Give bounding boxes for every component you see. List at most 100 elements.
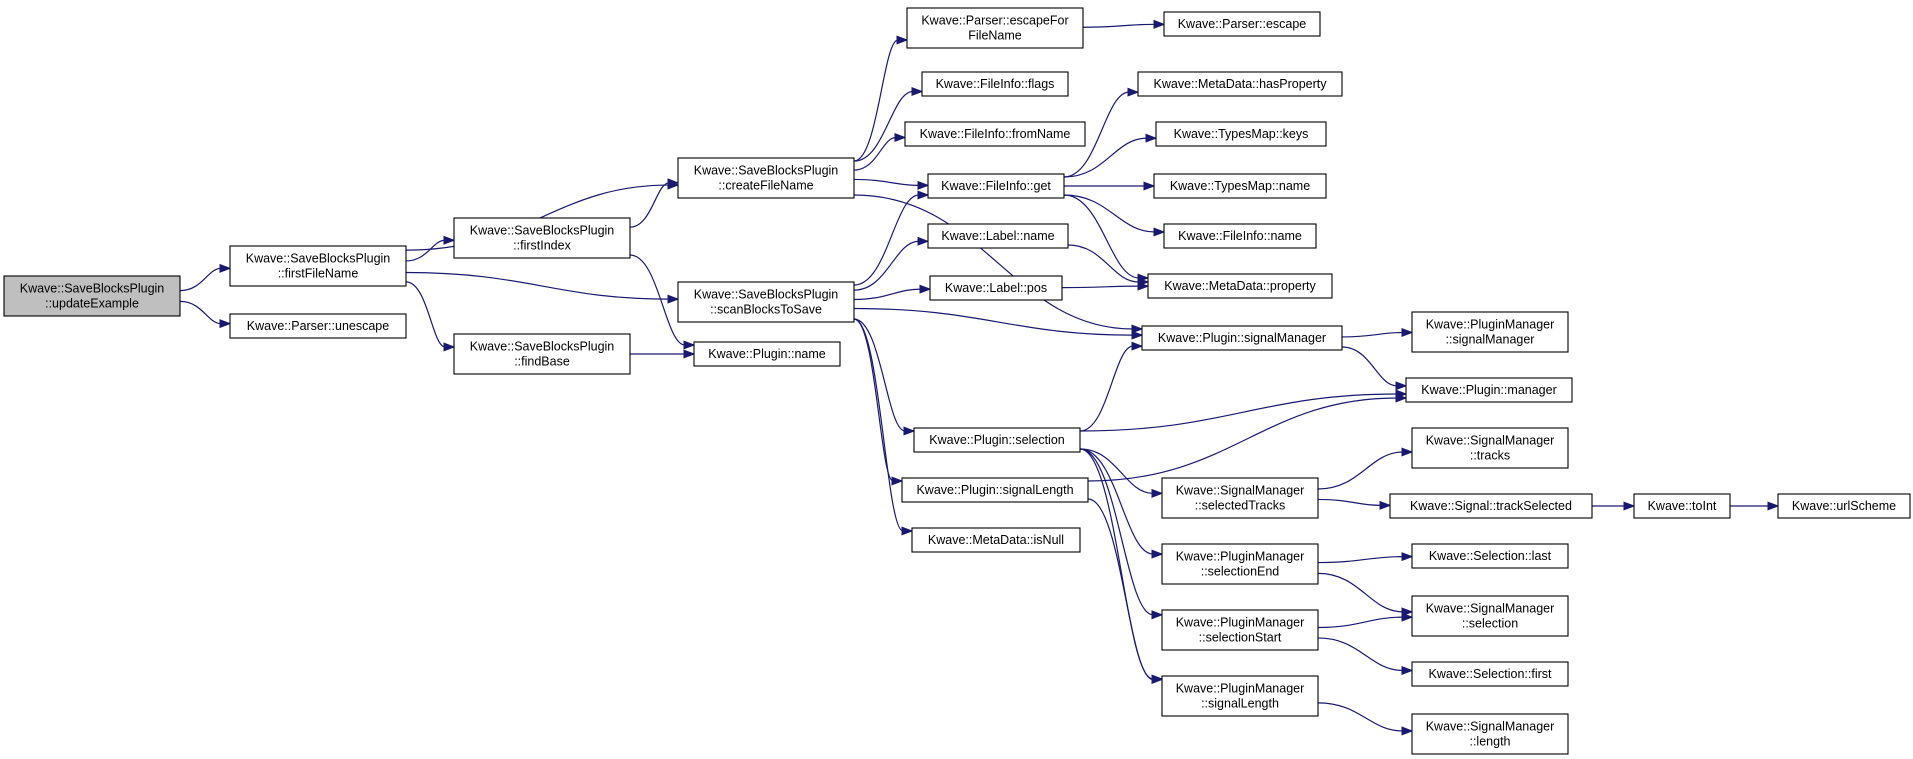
node-label: Kwave::Parser::unescape	[247, 319, 389, 333]
node-find-base[interactable]: Kwave::SaveBlocksPlugin::findBase	[453, 333, 631, 375]
node-box	[1389, 493, 1593, 519]
node-box	[1137, 71, 1343, 97]
node-signal-manager-tracks[interactable]: Kwave::SignalManager::tracks	[1411, 427, 1569, 469]
node-label-pos[interactable]: Kwave::Label::pos	[929, 275, 1063, 301]
node-to-int[interactable]: Kwave::toInt	[1633, 493, 1731, 519]
node-meta-data-property[interactable]: Kwave::MetaData::property	[1147, 273, 1333, 299]
node-signal-manager-length[interactable]: Kwave::SignalManager::length	[1411, 713, 1569, 755]
edge-plugin-manager-selection-start-to-signal-manager-selection	[1317, 612, 1414, 629]
node-label: Kwave::PluginManager	[1176, 616, 1305, 630]
node-label: Kwave::SignalManager	[1426, 434, 1555, 448]
node-label: Kwave::Parser::escape	[1178, 17, 1307, 31]
node-file-info-flags[interactable]: Kwave::FileInfo::flags	[921, 71, 1069, 97]
node-update-example[interactable]: Kwave::SaveBlocksPlugin::updateExample	[3, 275, 181, 317]
node-box	[1777, 493, 1911, 519]
node-label: Kwave::Plugin::selection	[929, 433, 1065, 447]
node-plugin-signal-length[interactable]: Kwave::Plugin::signalLength	[901, 477, 1089, 503]
edge-scan-blocks-to-save-to-label-name	[853, 236, 930, 291]
edge-scan-blocks-to-save-to-meta-data-is-null	[853, 318, 914, 536]
edge-first-file-name-to-scan-blocks-to-save	[405, 271, 680, 304]
node-signal-manager-selection[interactable]: Kwave::SignalManager::selection	[1411, 595, 1569, 637]
node-label: ::signalManager	[1446, 333, 1535, 347]
node-meta-data-is-null[interactable]: Kwave::MetaData::isNull	[911, 527, 1081, 553]
node-label: Kwave::MetaData::property	[1164, 279, 1316, 293]
node-meta-data-has-property[interactable]: Kwave::MetaData::hasProperty	[1137, 71, 1343, 97]
node-file-info-from-name[interactable]: Kwave::FileInfo::fromName	[904, 121, 1086, 147]
node-label: Kwave::FileInfo::fromName	[920, 127, 1071, 141]
node-label: Kwave::PluginManager	[1176, 550, 1305, 564]
edge-plugin-selection-to-signal-manager-selected-tracks	[1079, 448, 1164, 498]
node-box	[904, 121, 1086, 147]
node-box	[229, 313, 407, 339]
node-label: ::length	[1469, 735, 1510, 749]
node-types-map-name[interactable]: Kwave::TypesMap::name	[1153, 173, 1327, 199]
node-plugin-manager-signal-manager[interactable]: Kwave::PluginManager::signalManager	[1411, 311, 1569, 353]
node-box	[677, 157, 855, 199]
node-label: ::scanBlocksToSave	[710, 303, 822, 317]
node-box	[677, 281, 855, 323]
node-label: Kwave::MetaData::isNull	[928, 533, 1064, 547]
node-box	[1161, 675, 1319, 717]
node-label: Kwave::SignalManager	[1426, 720, 1555, 734]
edge-plugin-manager-selection-end-to-signal-manager-selection	[1317, 572, 1414, 617]
node-plugin-manager-selection-end[interactable]: Kwave::PluginManager::selectionEnd	[1161, 543, 1319, 585]
node-plugin-signal-manager[interactable]: Kwave::Plugin::signalManager	[1141, 325, 1343, 351]
node-box	[1411, 595, 1569, 637]
node-label: ::firstIndex	[513, 239, 571, 253]
edge-signal-track-selected-to-to-int	[1592, 501, 1636, 511]
node-plugin-manager-signal-length[interactable]: Kwave::PluginManager::signalLength	[1161, 675, 1319, 717]
node-box	[1155, 121, 1327, 147]
node-selection-first[interactable]: Kwave::Selection::first	[1411, 661, 1569, 687]
node-file-info-name[interactable]: Kwave::FileInfo::name	[1163, 223, 1317, 249]
node-box	[3, 275, 181, 317]
node-box	[1141, 325, 1343, 351]
node-label: Kwave::Parser::escapeFor	[921, 14, 1068, 28]
node-label: Kwave::MetaData::hasProperty	[1154, 77, 1328, 91]
node-types-map-keys[interactable]: Kwave::TypesMap::keys	[1155, 121, 1327, 147]
node-plugin-selection[interactable]: Kwave::Plugin::selection	[913, 427, 1081, 453]
edge-signal-manager-selected-tracks-to-signal-manager-tracks	[1317, 447, 1414, 490]
edge-file-info-get-to-file-info-name	[1063, 194, 1166, 237]
node-box	[1411, 311, 1569, 353]
node-plugin-manager-selection-start[interactable]: Kwave::PluginManager::selectionStart	[1161, 609, 1319, 651]
node-box	[901, 477, 1089, 503]
node-label: Kwave::SaveBlocksPlugin	[246, 252, 391, 266]
node-first-index[interactable]: Kwave::SaveBlocksPlugin::firstIndex	[453, 217, 631, 259]
edge-update-example-to-parser-unescape	[179, 300, 232, 329]
node-label: ::updateExample	[45, 297, 139, 311]
node-label: Kwave::PluginManager	[1176, 682, 1305, 696]
node-parser-escape[interactable]: Kwave::Parser::escape	[1163, 11, 1321, 37]
node-box	[453, 333, 631, 375]
node-label: Kwave::FileInfo::name	[1178, 229, 1302, 243]
node-label-name[interactable]: Kwave::Label::name	[927, 223, 1069, 249]
node-label: Kwave::SignalManager	[1426, 602, 1555, 616]
node-selection-last[interactable]: Kwave::Selection::last	[1411, 543, 1569, 569]
node-scan-blocks-to-save[interactable]: Kwave::SaveBlocksPlugin::scanBlocksToSav…	[677, 281, 855, 323]
node-plugin-name[interactable]: Kwave::Plugin::name	[693, 341, 841, 367]
node-create-file-name[interactable]: Kwave::SaveBlocksPlugin::createFileName	[677, 157, 855, 199]
node-label: Kwave::Selection::first	[1429, 667, 1552, 681]
node-label: Kwave::Selection::last	[1429, 549, 1552, 563]
edge-first-index-to-plugin-name	[629, 254, 696, 350]
node-label: ::firstFileName	[278, 267, 359, 281]
node-url-scheme[interactable]: Kwave::urlScheme	[1777, 493, 1911, 519]
edge-create-file-name-to-file-info-get	[853, 178, 930, 190]
node-signal-manager-selected-tracks[interactable]: Kwave::SignalManager::selectedTracks	[1161, 477, 1319, 519]
edge-plugin-selection-to-plugin-manager	[1079, 389, 1408, 432]
node-plugin-manager[interactable]: Kwave::Plugin::manager	[1405, 377, 1573, 403]
node-box	[1411, 427, 1569, 469]
node-first-file-name[interactable]: Kwave::SaveBlocksPlugin::firstFileName	[229, 245, 407, 287]
edge-label-pos-to-meta-data-property	[1061, 281, 1150, 291]
node-label: Kwave::Plugin::name	[708, 347, 825, 361]
edge-first-file-name-to-first-index	[405, 235, 456, 262]
edge-signal-manager-selected-tracks-to-signal-track-selected	[1317, 498, 1392, 510]
node-box	[927, 173, 1065, 199]
node-label: Kwave::urlScheme	[1792, 499, 1896, 513]
node-signal-track-selected[interactable]: Kwave::Signal::trackSelected	[1389, 493, 1593, 519]
node-file-info-get[interactable]: Kwave::FileInfo::get	[927, 173, 1065, 199]
node-label: Kwave::Plugin::manager	[1421, 383, 1557, 397]
node-parser-unescape[interactable]: Kwave::Parser::unescape	[229, 313, 407, 339]
node-box	[921, 71, 1069, 97]
